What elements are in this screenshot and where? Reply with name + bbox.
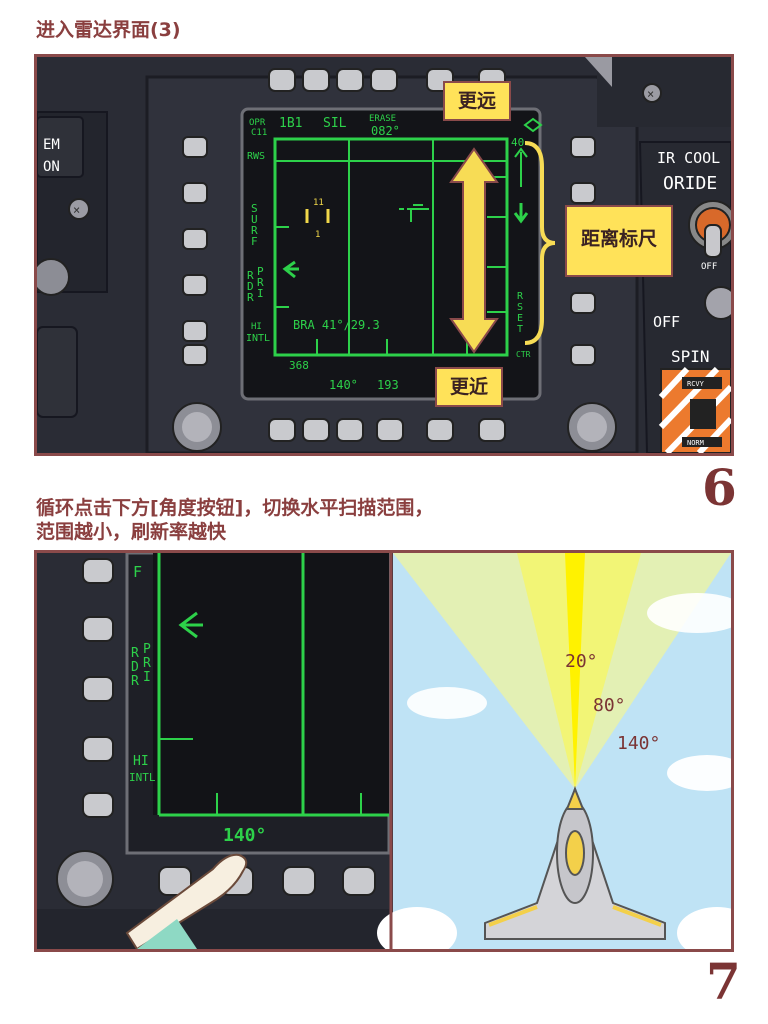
p7-radar-pri-i: I	[143, 670, 151, 685]
radar-intl: INTL	[246, 333, 270, 344]
cockpit-panel7-illustration: F R D R P R I HI INTL 140°	[37, 553, 731, 949]
off-label: OFF	[653, 313, 680, 331]
p7-radar-azimuth: 140°	[223, 825, 266, 846]
p7-radar-intl: INTL	[129, 771, 156, 784]
panel7-number: 7	[706, 952, 741, 1011]
panel6-heading: 进入雷达界面(3)	[36, 19, 181, 41]
scan-angle-80: 80°	[593, 695, 626, 716]
radar-rws: RWS	[247, 151, 265, 162]
radar-rdr-r2: R	[247, 291, 254, 304]
ir-cool-label: IR COOL	[657, 149, 720, 167]
left-panel-em: EM	[43, 137, 60, 153]
panel7-heading-line1: 循环点击下方[角度按钮]，切换水平扫描范围，	[36, 497, 434, 519]
radar-surf-u: U	[251, 213, 258, 226]
radar-rdr-r1: R	[247, 269, 254, 282]
radar-bra: BRA 41°/29.3	[293, 318, 380, 332]
svg-text:×: ×	[647, 87, 654, 101]
callout-farther: 更远	[443, 81, 511, 121]
radar-surf-f: F	[251, 235, 258, 248]
norm-label: NORM	[687, 439, 704, 447]
oride-label: ORIDE	[663, 173, 717, 194]
radar-bottom-right: 193	[377, 378, 399, 392]
spin-label: SPIN	[671, 347, 710, 366]
radar-opr: OPR	[249, 118, 266, 128]
radar-rdr-d: D	[247, 280, 254, 293]
radar-pri-r: R	[257, 276, 264, 289]
radar-rset-s: S	[517, 302, 523, 313]
radar-rset-t: T	[517, 324, 523, 335]
radar-rset-e: E	[517, 313, 523, 324]
scan-angle-140: 140°	[617, 733, 660, 754]
radar-mode-1b1: 1B1	[279, 116, 302, 131]
scan-angle-20: 20°	[565, 651, 598, 672]
radar-hi: HI	[251, 322, 262, 332]
radar-bottom-left: 368	[289, 359, 309, 372]
panel7-heading-line2: 范围越小，刷新率越快	[36, 521, 227, 543]
panel6-number: 6	[702, 458, 737, 517]
panel7-frame: F R D R P R I HI INTL 140°	[34, 550, 734, 952]
radar-c11: C11	[251, 128, 267, 138]
p7-radar-f: F	[133, 563, 142, 581]
p7-radar-rdr-r2: R	[131, 674, 139, 689]
cockpit-panel6-illustration: × ×	[37, 57, 731, 453]
radar-erase: ERASE	[369, 114, 396, 124]
radar-surf-r: R	[251, 224, 258, 237]
radar-target-bottom: 1	[315, 230, 320, 240]
p7-radar-hi: HI	[133, 754, 149, 769]
radar-heading: 082°	[371, 124, 400, 138]
p7-radar-rdr-d: D	[131, 660, 139, 675]
radar-ctr: CTR	[516, 350, 531, 359]
p7-radar-pri-p: P	[143, 642, 151, 657]
off-small-label: OFF	[701, 262, 717, 272]
radar-azimuth: 140°	[329, 378, 358, 392]
radar-pri-p: P	[257, 265, 264, 278]
radar-surf-s: S	[251, 202, 258, 215]
radar-range-top: 40	[511, 136, 524, 149]
radar-pri-i: I	[257, 287, 264, 300]
radar-target-top: 11	[313, 198, 324, 208]
svg-text:×: ×	[73, 203, 80, 217]
p7-radar-pri-r: R	[143, 656, 151, 671]
radar-sil: SIL	[323, 116, 347, 131]
callout-closer: 更近	[435, 367, 503, 407]
p7-radar-rdr-r1: R	[131, 646, 139, 661]
rcvy-label: RCVY	[687, 380, 705, 388]
left-panel-on: ON	[43, 159, 60, 175]
panel6-frame: × ×	[34, 54, 734, 456]
radar-rset-r: R	[517, 291, 524, 302]
callout-range-scale: 距离标尺	[565, 205, 673, 277]
